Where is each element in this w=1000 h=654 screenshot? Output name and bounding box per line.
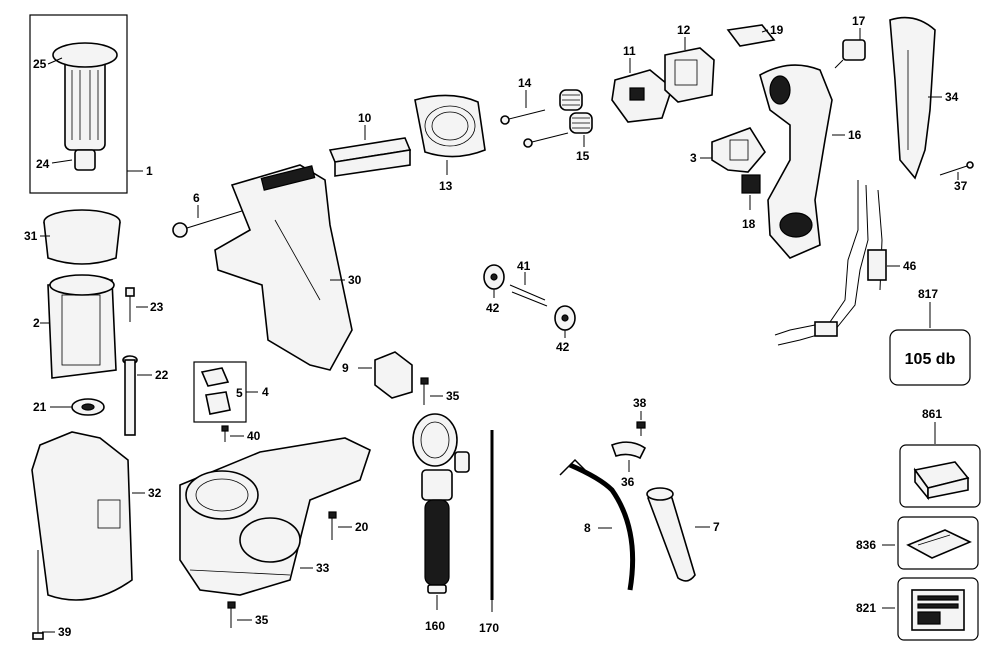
callout-15: 15 [576,149,590,163]
callout-8: 8 [584,521,591,535]
armature-assembly [29,14,143,194]
callout-5: 5 [236,386,243,400]
brush-tube [122,355,152,436]
callout-35b: 35 [255,613,269,627]
tray-836 [897,516,979,570]
callout-17: 17 [852,14,866,28]
screw-23 [125,287,148,322]
callout-160: 160 [425,619,445,633]
trigger-switch [700,127,766,173]
callout-817: 817 [918,287,938,301]
roller-42-left [483,264,505,298]
callout-39: 39 [58,625,72,639]
callout-14: 14 [518,76,532,90]
callout-34: 34 [945,90,959,104]
handle-cover [889,16,942,180]
cord-protector [646,487,710,582]
clip-19 [726,24,776,47]
pin-41 [509,272,548,307]
callout-25: 25 [33,57,47,71]
callout-33: 33 [316,561,330,575]
baffle-ring [40,209,121,265]
callout-31: 31 [24,229,38,243]
callout-6: 6 [193,191,200,205]
callout-46: 46 [903,259,917,273]
screw-20 [328,511,352,540]
callout-7: 7 [713,520,720,534]
callout-19: 19 [770,23,784,37]
kit-box-861 [899,444,981,508]
callout-36: 36 [621,475,635,489]
callout-13: 13 [439,179,453,193]
callout-11: 11 [623,44,636,58]
front-housing [179,437,371,596]
callout-1: 1 [146,164,153,178]
roller-42-right [554,305,576,338]
manual-821 [897,577,979,641]
callout-9: 9 [342,361,349,375]
screw-35-upper [420,377,443,405]
motor-housing [31,431,145,601]
wiring-harness [774,180,900,346]
callout-21: 21 [33,400,47,414]
callout-18: 18 [742,217,756,231]
callout-30: 30 [348,273,362,287]
callout-861: 861 [922,407,942,421]
plug-17 [834,28,866,69]
field-coil [40,274,117,379]
switch-block [664,37,715,103]
callout-32: 32 [148,486,162,500]
block-18 [741,174,761,210]
bolt-6 [172,205,246,238]
callout-16: 16 [848,128,862,142]
callout-37: 37 [954,179,968,193]
callout-40: 40 [247,429,261,443]
square-tube [328,125,412,177]
power-cord [559,458,636,591]
callout-23: 23 [150,300,164,314]
bearing [50,398,105,416]
callout-42b: 42 [556,340,570,354]
callout-38: 38 [633,396,647,410]
callout-42a: 42 [486,301,500,315]
callout-3: 3 [690,151,697,165]
callout-24: 24 [36,157,50,171]
callout-170: 170 [479,621,499,635]
callout-2: 2 [33,316,40,330]
side-handle [412,413,470,610]
callout-22: 22 [155,368,169,382]
callout-4: 4 [262,385,269,399]
handle-16 [759,64,845,259]
brush-holder-box [193,361,258,423]
callout-35a: 35 [446,389,460,403]
bracket [611,58,673,123]
gear-housing [214,164,353,371]
callout-821: 821 [856,601,876,615]
screw-37 [939,161,974,180]
callout-836: 836 [856,538,876,552]
clamp-36 [610,441,647,472]
callout-41: 41 [517,259,531,273]
long-screw [32,550,55,640]
springs-15 [559,89,593,147]
screw-38 [636,411,646,436]
screw-35-lower [227,601,252,628]
callout-10: 10 [358,111,372,125]
screw-40 [221,425,244,442]
bracket-9 [358,351,413,399]
noise-label-text: 105 db [905,351,956,368]
noise-label-box [889,329,971,386]
callout-20: 20 [355,520,369,534]
callout-12: 12 [677,23,691,37]
rubber-boot [414,94,486,175]
screws-14 [500,90,569,148]
